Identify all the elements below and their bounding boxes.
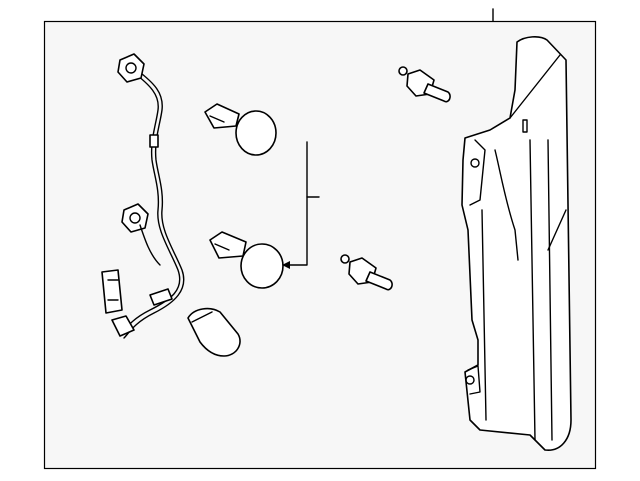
bulb-middle (209, 231, 284, 289)
callout-bracket (282, 141, 320, 269)
connector-socket-middle (121, 203, 149, 233)
connector-socket-top (117, 53, 145, 83)
bulb-socket-top (398, 66, 451, 103)
bulb-socket-bottom (340, 254, 393, 291)
harness-connector (101, 269, 123, 314)
tail-lamp-housing (461, 36, 572, 451)
wiring-harness (101, 53, 185, 339)
bulb-top (204, 103, 277, 156)
bulb-wedge (187, 307, 241, 357)
